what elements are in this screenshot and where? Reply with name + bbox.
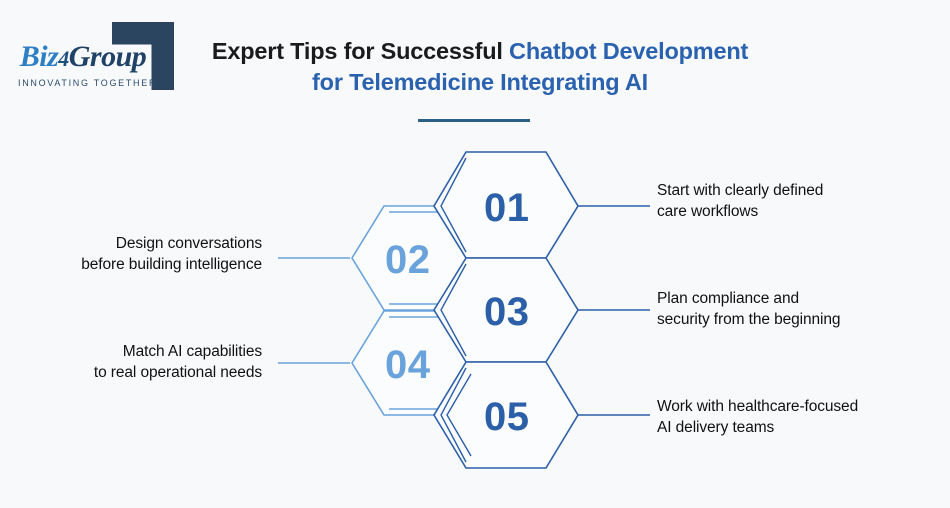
step-caption-04-line1: Match AI capabilities	[122, 343, 262, 360]
hexagon-step-diagram: .hxD { fill:#fbfcfd; stroke:#2b5fa8; str…	[0, 130, 950, 490]
logo-word-group: Group	[68, 40, 147, 73]
hexagon-inner-line-05b	[446, 373, 472, 457]
step-caption-03-line1: Plan compliance and	[657, 290, 799, 307]
step-caption-02: Design conversations before building int…	[81, 233, 262, 275]
step-caption-04-line2: to real operational needs	[93, 364, 262, 381]
logo-wordmark: Biz4Group INNOVATING TOGETHER	[18, 40, 158, 89]
step-caption-05-line2: AI delivery teams	[657, 419, 775, 436]
step-caption-01-line2: care workflows	[657, 203, 759, 220]
title-accent-line2: for Telemedicine Integrating AI	[312, 69, 648, 95]
hexagon-number-01: 01	[484, 186, 530, 230]
hexagon-inner-line-01	[440, 157, 467, 253]
step-caption-01-line1: Start with clearly defined	[657, 182, 824, 199]
hexagon-number-05: 05	[484, 395, 530, 439]
step-caption-04: Match AI capabilities to real operationa…	[94, 341, 262, 383]
hexagon-number-04: 04	[385, 343, 431, 387]
logo-word-four: 4	[58, 46, 69, 71]
step-caption-01: Start with clearly defined care workflow…	[657, 180, 823, 222]
hexagon-number-03: 03	[484, 290, 530, 334]
title-underline-divider	[418, 119, 530, 122]
step-caption-05: Work with healthcare-focused AI delivery…	[657, 396, 858, 438]
title-plain-text: Expert Tips for Successful	[211, 38, 510, 64]
hexagon-shape-05	[433, 361, 579, 469]
step-caption-03-line2: security from the beginning	[657, 311, 841, 328]
logo-bracket-icon	[112, 22, 174, 90]
step-caption-02-line2: before building intelligence	[81, 256, 262, 273]
diagram-svg: .hxD { fill:#fbfcfd; stroke:#2b5fa8; str…	[278, 151, 650, 469]
hexagon-inner-line-03	[440, 263, 467, 357]
logo-word-biz: Biz	[19, 40, 59, 73]
hexagon-number-02: 02	[385, 238, 431, 282]
page-title: Expert Tips for Successful Chatbot Devel…	[195, 36, 765, 98]
step-caption-05-line1: Work with healthcare-focused	[657, 398, 859, 415]
step-caption-02-line1: Design conversations	[115, 235, 262, 252]
hexagon-inner-line-05	[440, 367, 467, 463]
step-caption-03: Plan compliance and security from the be…	[657, 288, 841, 330]
brand-logo: Biz4Group INNOVATING TOGETHER	[18, 22, 188, 100]
title-accent-line1: Chatbot Development	[509, 38, 749, 64]
logo-tagline: INNOVATING TOGETHER	[18, 78, 158, 88]
